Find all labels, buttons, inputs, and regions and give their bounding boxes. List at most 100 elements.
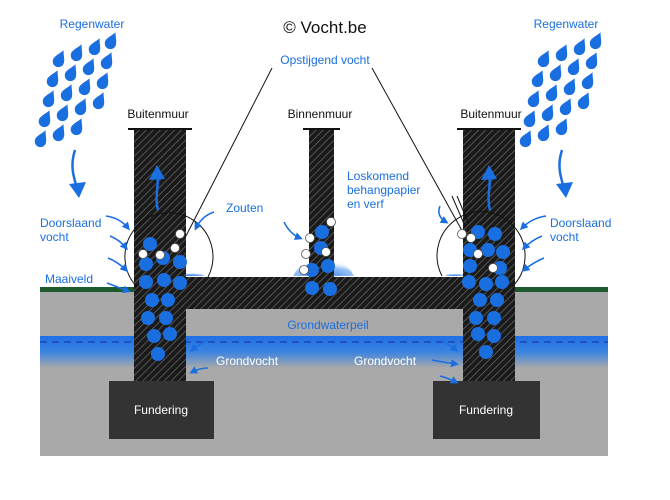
raindrop-icon: [519, 130, 532, 148]
raindrop-icon: [34, 130, 47, 148]
label-inner-wall: Binnenmuur: [288, 107, 353, 121]
arrow-peeling-icon: [438, 205, 449, 224]
label-penetrating-left-1: Doorslaand: [40, 216, 101, 230]
water-drop-circle-icon: [488, 227, 502, 241]
water-drop-circle-icon: [141, 311, 155, 325]
raindrop-icon: [567, 58, 580, 76]
raindrop-icon: [92, 92, 105, 110]
raindrop-icon: [537, 50, 550, 68]
label-ground-moisture-right: Grondvocht: [354, 354, 417, 368]
label-penetrating-right-1: Doorslaand: [550, 216, 611, 230]
water-drop-circle-icon: [481, 243, 495, 257]
label-foundation-right: Fundering: [459, 403, 513, 417]
raindrop-icon: [70, 44, 83, 62]
foundation-right: [433, 381, 540, 439]
raindrop-icon: [523, 110, 536, 128]
raindrop-icon: [82, 58, 95, 76]
salt-crystal-icon: [299, 265, 309, 275]
label-outer-wall-right: Buitenmuur: [460, 107, 521, 121]
raindrop-icon: [56, 104, 69, 122]
raindrop-icon: [64, 64, 77, 82]
water-drop-circle-icon: [143, 237, 157, 251]
raindrop-icon: [42, 90, 55, 108]
raindrop-icon: [559, 98, 572, 116]
arrow-grondvocht-right-1-icon: [439, 339, 459, 352]
raindrop-icon: [96, 72, 109, 90]
raindrop-icon: [537, 124, 550, 142]
water-drop-circle-icon: [496, 245, 510, 259]
raindrop-icon: [52, 50, 65, 68]
water-drop-circle-icon: [305, 263, 319, 277]
water-drop-circle-icon: [315, 225, 329, 239]
salt-crystal-icon: [138, 249, 148, 259]
raindrop-icon: [52, 124, 65, 142]
arrow-penetrating-left-2-icon: [109, 235, 128, 251]
rising-arrow-right-head-icon: [481, 165, 497, 180]
salt-crystal-icon: [457, 229, 467, 239]
raindrop-icon: [541, 104, 554, 122]
label-penetrating-left-2: vocht: [40, 230, 69, 244]
arrow-maaiveld-icon: [106, 282, 131, 293]
water-drop-circle-icon: [173, 276, 187, 290]
water-drop-circle-icon: [305, 281, 319, 295]
salt-crystal-icon: [488, 263, 498, 273]
arrow-penetrating-left-1-icon: [105, 215, 130, 231]
page-title: © Vocht.be: [283, 18, 366, 37]
water-drop-circle-icon: [471, 327, 485, 341]
raindrop-icon: [78, 78, 91, 96]
label-peeling-2: behangpapier: [347, 183, 420, 197]
rising-arrow-left-head-icon: [149, 165, 165, 180]
raindrop-icon: [46, 70, 59, 88]
peeling-line-1: [451, 195, 466, 227]
raindrop-icon: [88, 38, 101, 56]
small-arrows: [105, 205, 547, 384]
raindrop-icon: [555, 44, 568, 62]
salt-crystal-icon: [321, 247, 331, 257]
rain-drops-left: [34, 32, 117, 148]
raindrop-icon: [589, 32, 602, 50]
water-drop-circle-icon: [161, 293, 175, 307]
grass-strip-right: [514, 287, 608, 292]
salt-crystal-icon: [326, 217, 336, 227]
water-drop-circle-icon: [473, 293, 487, 307]
grass-strip-left: [40, 287, 136, 292]
water-drop-circle-icon: [145, 293, 159, 307]
rain-arrow-left-head-icon: [69, 182, 86, 198]
water-drop-circle-icon: [493, 261, 507, 275]
salt-crystal-icon: [155, 250, 165, 260]
label-salts: Zouten: [226, 201, 263, 215]
arrow-penetrating-right-1-icon: [519, 215, 547, 231]
water-drop-circle-icon: [321, 259, 335, 273]
arrow-zouten-inner-icon: [283, 221, 303, 240]
label-rain-right: Regenwater: [534, 17, 599, 31]
rain-arrow-right-head-icon: [556, 182, 573, 198]
raindrop-icon: [100, 52, 113, 70]
water-drops-inner-wall: [305, 225, 337, 296]
raindrop-icon: [70, 118, 83, 136]
water-drop-circle-icon: [323, 282, 337, 296]
water-drop-circle-icon: [147, 329, 161, 343]
raindrop-icon: [545, 84, 558, 102]
water-drop-circle-icon: [479, 345, 493, 359]
label-foundation-left: Fundering: [134, 403, 188, 417]
raindrop-icon: [104, 32, 117, 50]
raindrop-icon: [573, 38, 586, 56]
damp-zone-outline-right: [436, 211, 526, 288]
raindrop-icon: [60, 84, 73, 102]
raindrop-icon: [549, 64, 562, 82]
damp-zone-outline-left: [124, 212, 214, 288]
raindrop-icon: [38, 110, 51, 128]
raindrop-icon: [563, 78, 576, 96]
rain-drops-right: [519, 32, 602, 148]
raindrop-icon: [577, 92, 590, 110]
water-drop-circle-icon: [159, 311, 173, 325]
arrow-penetrating-left-3-icon: [107, 257, 129, 273]
label-outer-wall-left: Buitenmuur: [127, 107, 188, 121]
water-drop-circle-icon: [151, 347, 165, 361]
water-drop-circle-icon: [487, 329, 501, 343]
raindrop-icon: [555, 118, 568, 136]
label-penetrating-right-2: vocht: [550, 230, 579, 244]
raindrop-icon: [585, 52, 598, 70]
water-drop-circle-icon: [469, 311, 483, 325]
foundation-left: [109, 381, 214, 439]
